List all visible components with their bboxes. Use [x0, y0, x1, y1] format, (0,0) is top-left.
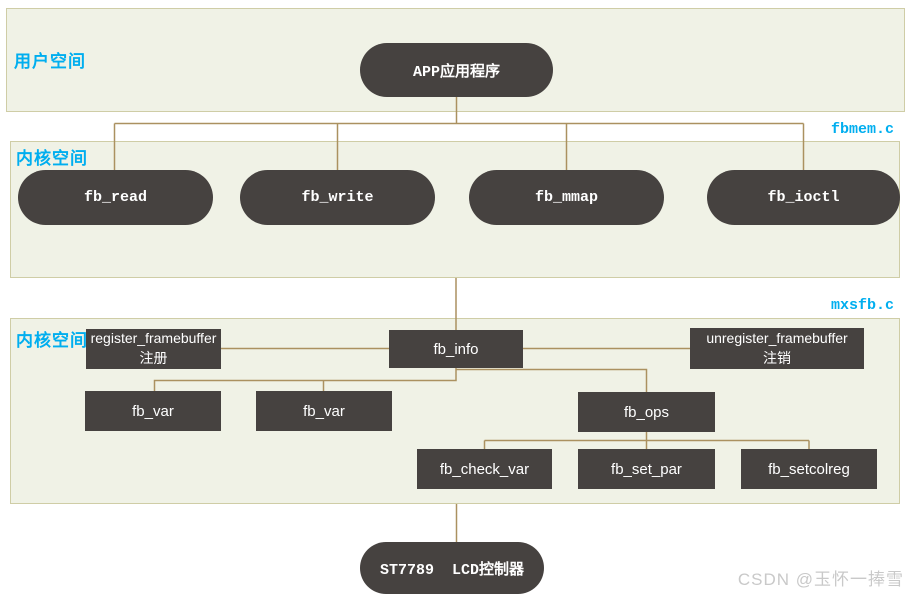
node-fb-ops-label: fb_ops: [623, 403, 670, 421]
label-user-space: 用户空间: [14, 52, 86, 71]
label-kernel-space-fbmem: 内核空间: [16, 149, 88, 168]
node-st7789-lcd: ST7789 LCD控制器: [360, 542, 544, 594]
node-fb-ioctl: fb_ioctl: [707, 170, 900, 225]
node-register-framebuffer: register_framebuffer 注册: [86, 329, 221, 369]
node-fb-read: fb_read: [18, 170, 213, 225]
label-kernel-space-mxsfb: 内核空间: [16, 331, 88, 350]
node-fb-check-var: fb_check_var: [417, 449, 552, 489]
label-mxsfb-file: mxsfb.c: [830, 297, 894, 314]
node-fb-ops: fb_ops: [578, 392, 715, 432]
node-fb-read-label: fb_read: [83, 189, 147, 206]
node-fb-set-par: fb_set_par: [578, 449, 715, 489]
node-fb-setcolreg-label: fb_setcolreg: [768, 460, 850, 478]
node-fb-mmap: fb_mmap: [469, 170, 664, 225]
csdn-watermark: CSDN @玉怀一捧雪: [737, 570, 904, 589]
node-fb-set-par-label: fb_set_par: [611, 460, 682, 478]
node-fb-var-1: fb_var: [85, 391, 221, 431]
node-fb-setcolreg: fb_setcolreg: [741, 449, 877, 489]
node-unregister-framebuffer: unregister_framebuffer 注销: [690, 328, 864, 369]
node-fb-write: fb_write: [240, 170, 435, 225]
node-fb-info-label: fb_info: [433, 340, 479, 358]
label-fbmem-file: fbmem.c: [830, 121, 894, 138]
node-unregister-framebuffer-sublabel: 注销: [763, 349, 791, 366]
node-fb-check-var-label: fb_check_var: [439, 460, 530, 478]
node-st7789-lcd-label: ST7789 LCD控制器: [379, 561, 525, 579]
node-fb-info: fb_info: [389, 330, 523, 368]
node-fb-var-2: fb_var: [256, 391, 392, 431]
node-fb-write-label: fb_write: [301, 189, 374, 206]
node-app-label: APP应用程序: [412, 63, 500, 81]
node-fb-var-1-label: fb_var: [132, 402, 174, 420]
node-fb-mmap-label: fb_mmap: [534, 189, 598, 206]
node-unregister-framebuffer-label: unregister_framebuffer: [706, 329, 848, 346]
node-fb-ioctl-label: fb_ioctl: [767, 189, 840, 206]
node-register-framebuffer-sublabel: 注册: [139, 350, 168, 366]
node-app: APP应用程序: [360, 43, 553, 97]
node-register-framebuffer-label: register_framebuffer: [90, 330, 217, 347]
node-fb-var-2-label: fb_var: [303, 402, 345, 420]
